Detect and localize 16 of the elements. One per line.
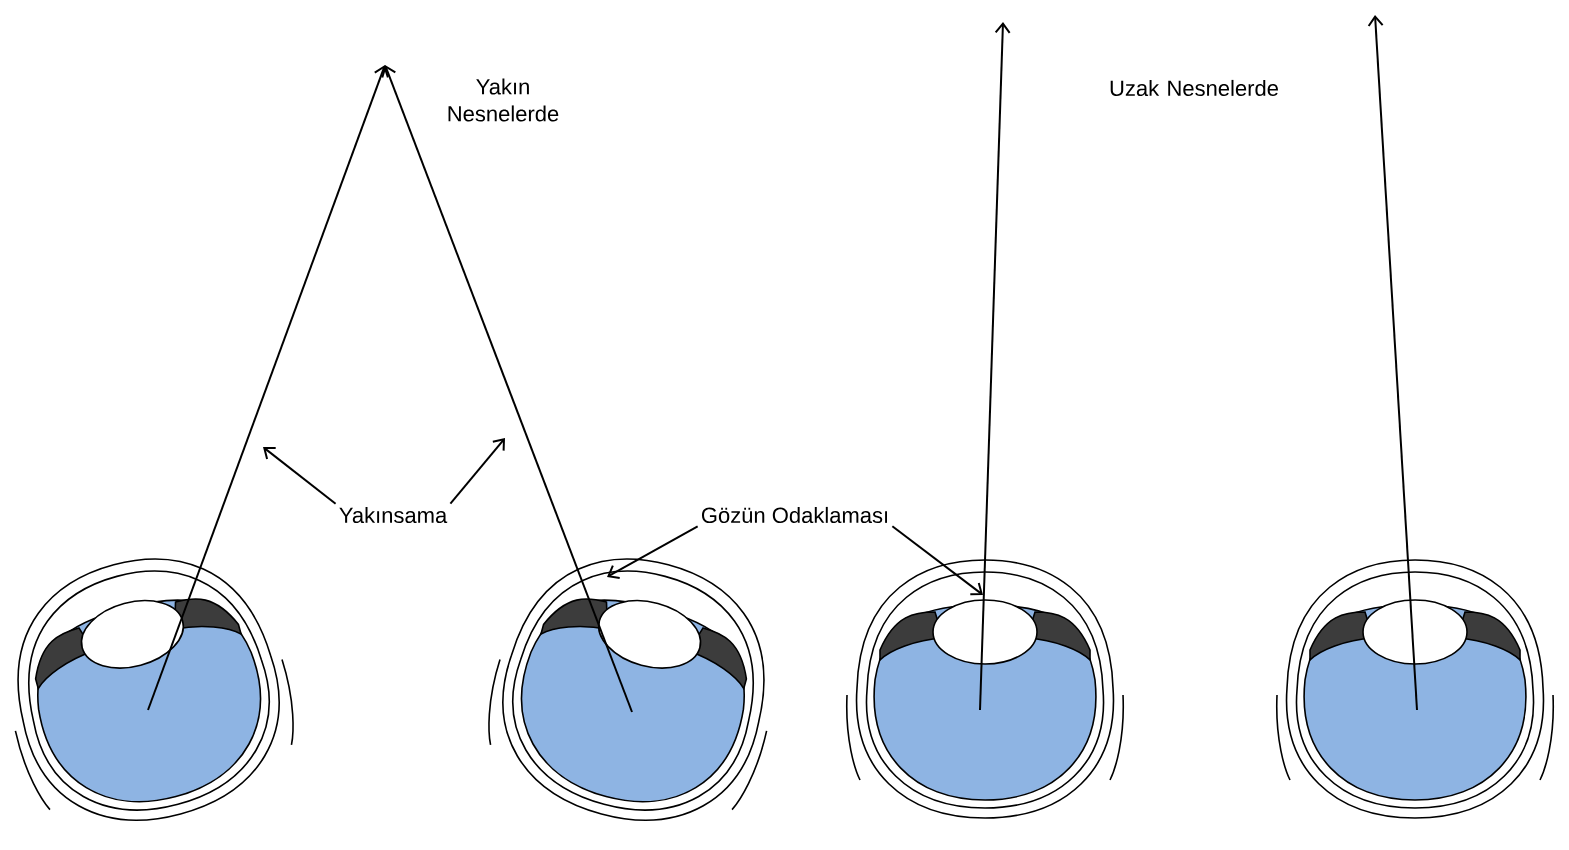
sight-line-arrow xyxy=(979,22,1011,711)
leader-arrow xyxy=(263,447,337,505)
text-label: Uzak Nesnelerde xyxy=(1110,79,1278,97)
text-label: Yakınsama xyxy=(339,506,448,524)
eye-drawing xyxy=(488,558,768,821)
leader-arrow xyxy=(891,525,983,596)
eye-drawing xyxy=(14,558,294,821)
eye-drawing xyxy=(1275,559,1555,819)
leader-arrow xyxy=(449,438,505,505)
leader-arrow xyxy=(607,525,699,579)
eye-drawing xyxy=(845,559,1125,819)
text-label: Gözün Odaklaması xyxy=(701,506,888,524)
text-label: Yakın Nesnelerde xyxy=(448,78,559,122)
sight-line-arrow xyxy=(147,65,389,711)
sight-line-arrow xyxy=(381,65,633,713)
sight-line-arrow xyxy=(1367,15,1418,711)
